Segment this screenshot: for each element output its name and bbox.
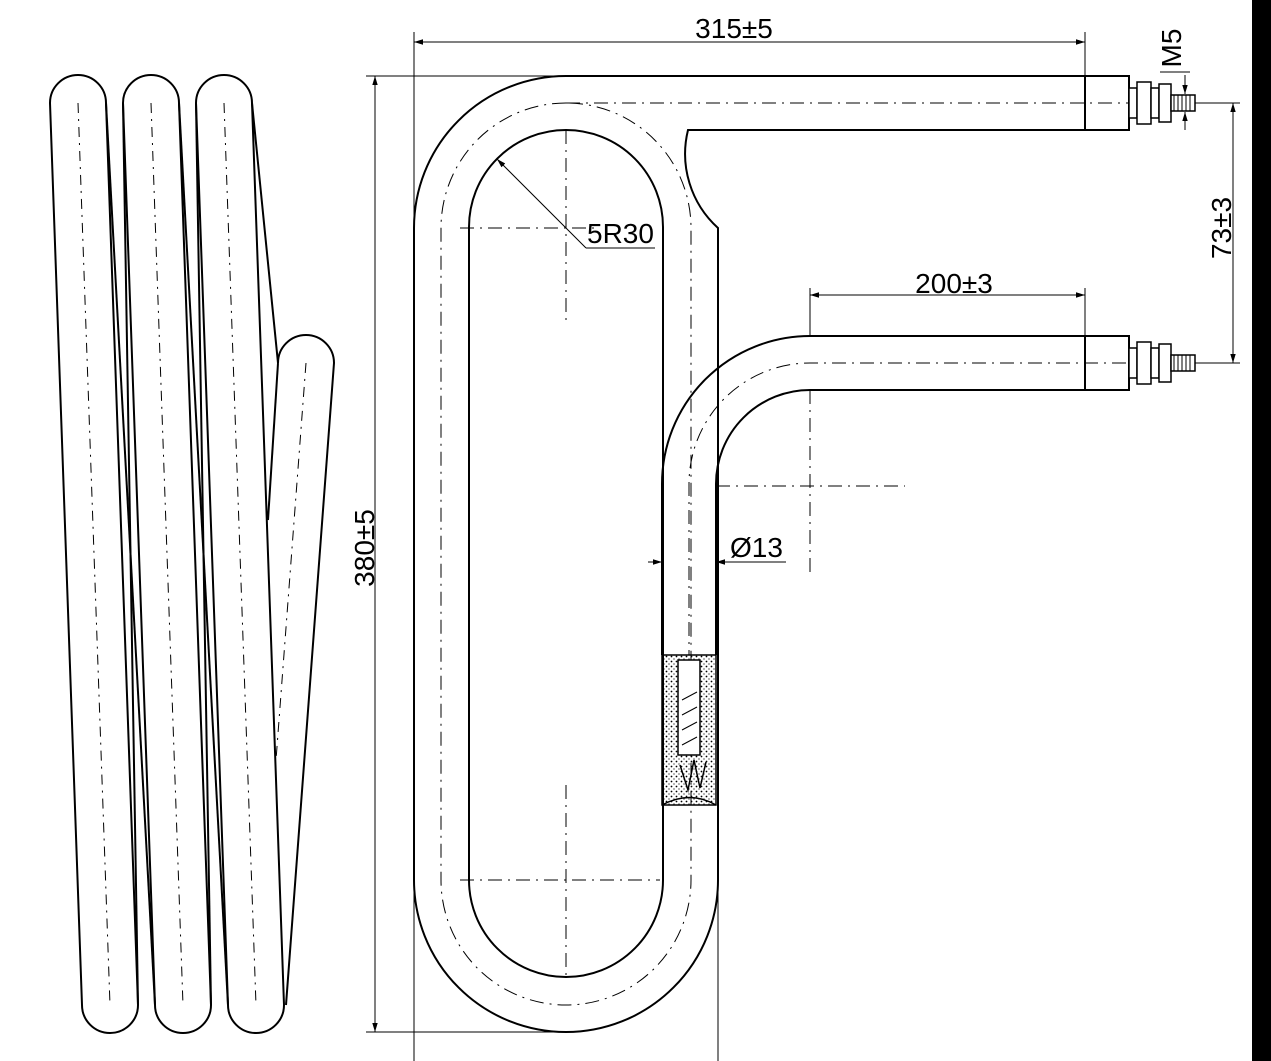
label-tube-diameter: Ø13 [730,532,783,563]
terminal-upper [1128,81,1196,125]
frame-border [1252,0,1271,1061]
label-thread: M5 [1156,29,1187,68]
label-total-height: 380±5 [349,509,380,587]
center-lines [440,102,1210,1006]
label-lower-leg-length: 200±3 [915,268,993,299]
label-total-width: 315±5 [695,13,773,44]
label-terminal-spacing: 73±3 [1206,197,1237,259]
dimension-lines [366,32,1240,1061]
terminal-lower [1128,341,1196,385]
side-view-coil [48,74,336,1034]
section-cutaway [661,654,717,806]
label-bend-radius: 5R30 [587,218,654,249]
